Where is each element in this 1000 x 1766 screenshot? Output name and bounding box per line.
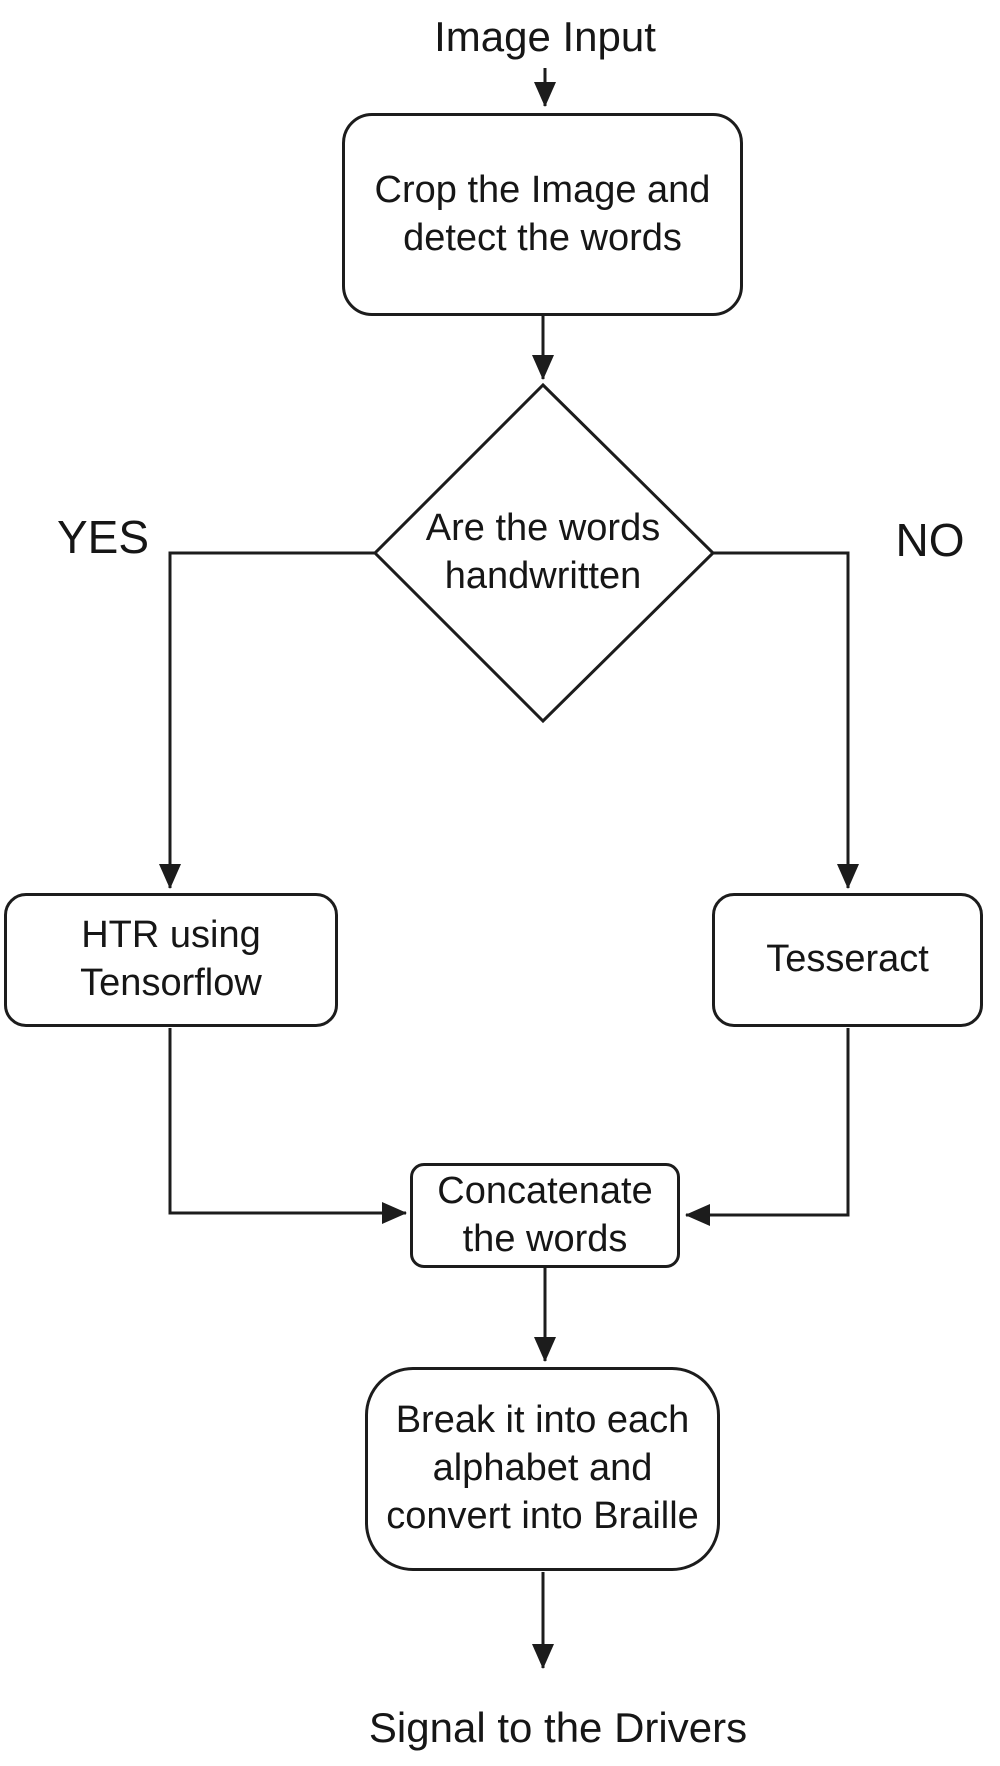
text-line: alphabet and <box>432 1447 653 1490</box>
text-line: Concatenate <box>437 1169 653 1212</box>
text-line: the words <box>462 1217 628 1260</box>
text-line: detect the words <box>403 216 682 259</box>
text-line: HTR using <box>81 914 261 957</box>
decision-node-label: Are the words handwritten <box>393 462 693 644</box>
tesseract-node: Tesseract <box>712 893 983 1027</box>
crop-image-node: Crop the Image and detect the words <box>342 113 743 316</box>
edge-tesseract-to-concatenate <box>685 1028 850 1226</box>
text-line: handwritten <box>444 555 642 597</box>
htr-tensorflow-node-label: HTR using Tensorflow <box>80 912 262 1008</box>
signal-to-drivers-label: Signal to the Drivers <box>368 1704 748 1751</box>
text-line: Tensorflow <box>80 962 262 1004</box>
concatenate-node: Concatenate the words <box>410 1163 680 1268</box>
text-line: convert into Braille <box>386 1494 699 1537</box>
text-line: Break it into each <box>395 1399 690 1442</box>
edge-htr-to-concatenate <box>168 1028 407 1224</box>
braille-convert-node-label: Break it into each alphabet and convert … <box>386 1397 699 1541</box>
edge-decision-to-htr <box>159 551 375 889</box>
text-line: Are the words <box>425 507 661 550</box>
text-line: Crop the Image and <box>374 168 711 211</box>
text-line: Tesseract <box>766 938 929 981</box>
decision-diamond-shape <box>372 382 716 724</box>
no-branch-label: NO <box>895 514 965 566</box>
crop-image-node-label: Crop the Image and detect the words <box>375 167 711 263</box>
htr-tensorflow-node: HTR using Tensorflow <box>4 893 338 1027</box>
concatenate-node-label: Concatenate the words <box>437 1168 653 1264</box>
image-input-label: Image Input <box>434 13 656 60</box>
braille-convert-node: Break it into each alphabet and convert … <box>365 1367 720 1571</box>
yes-branch-label: YES <box>56 511 150 563</box>
edge-decision-to-tesseract <box>713 551 859 889</box>
tesseract-node-label: Tesseract <box>766 936 929 984</box>
